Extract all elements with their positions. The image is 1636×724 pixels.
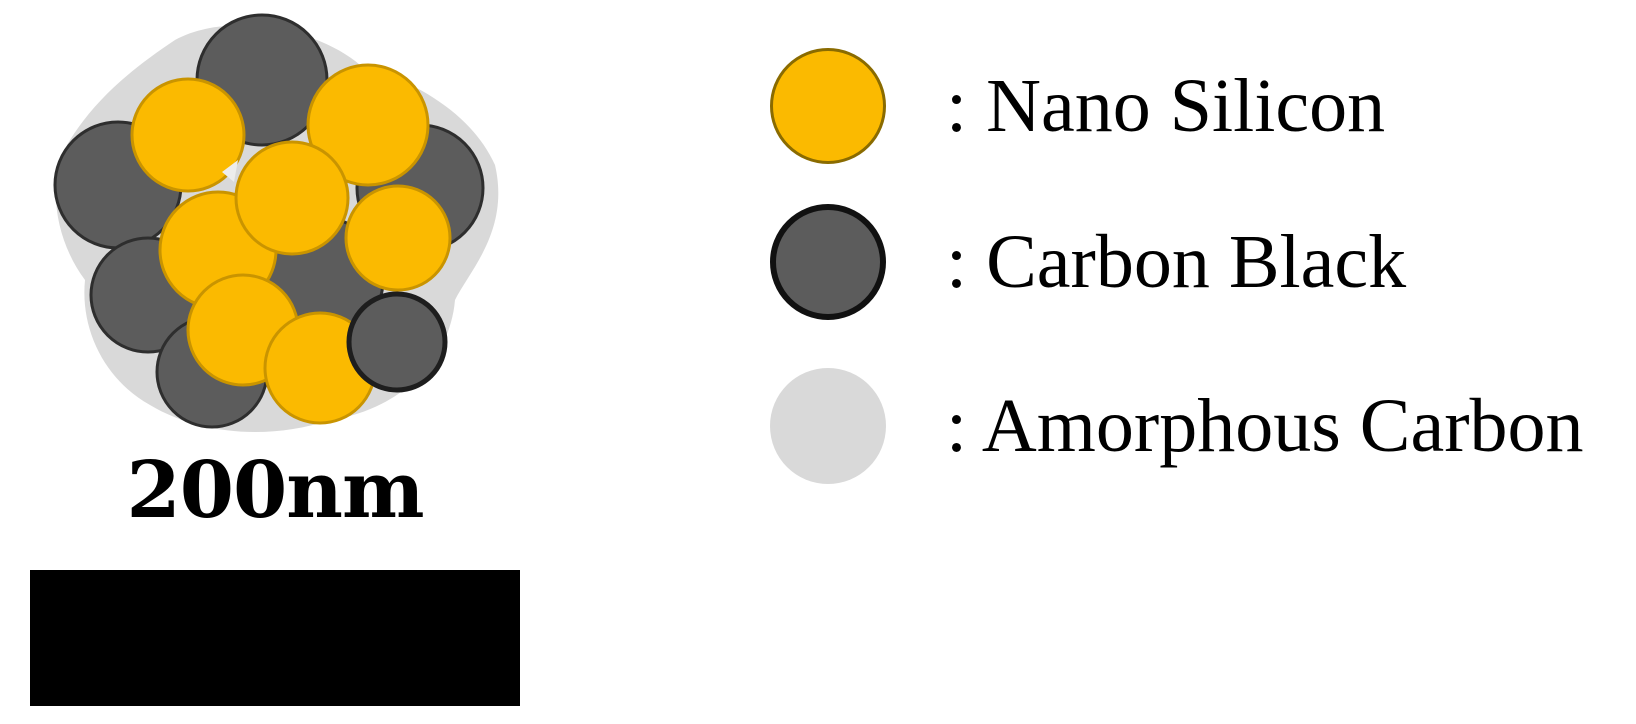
nano-silicon-particles <box>130 63 452 425</box>
amorphous-carbon-swatch <box>770 368 886 484</box>
scale-bar <box>30 570 520 706</box>
nano-silicon-particle <box>344 184 452 292</box>
nano-silicon-particle <box>130 77 246 193</box>
nano-silicon-particle <box>306 63 430 187</box>
carbon-black-particle-front <box>346 291 448 393</box>
nanoparticle-cluster <box>53 13 499 432</box>
interparticle-void <box>222 160 238 182</box>
legend-item-carbon-black: : Carbon Black <box>770 202 1406 322</box>
carbon-black-swatch <box>770 204 886 320</box>
nano-silicon-particle <box>234 140 350 256</box>
legend-label-carbon-black: : Carbon Black <box>946 219 1407 304</box>
legend-item-amorphous-carbon: : Amorphous Carbon <box>770 366 1584 486</box>
legend-label-nano-silicon: : Nano Silicon <box>946 63 1386 148</box>
legend-item-nano-silicon: : Nano Silicon <box>770 46 1385 166</box>
legend-label-amorphous-carbon: : Amorphous Carbon <box>946 383 1584 468</box>
scale-bar-label: 200nm <box>126 445 424 536</box>
nano-silicon-swatch <box>770 48 886 164</box>
